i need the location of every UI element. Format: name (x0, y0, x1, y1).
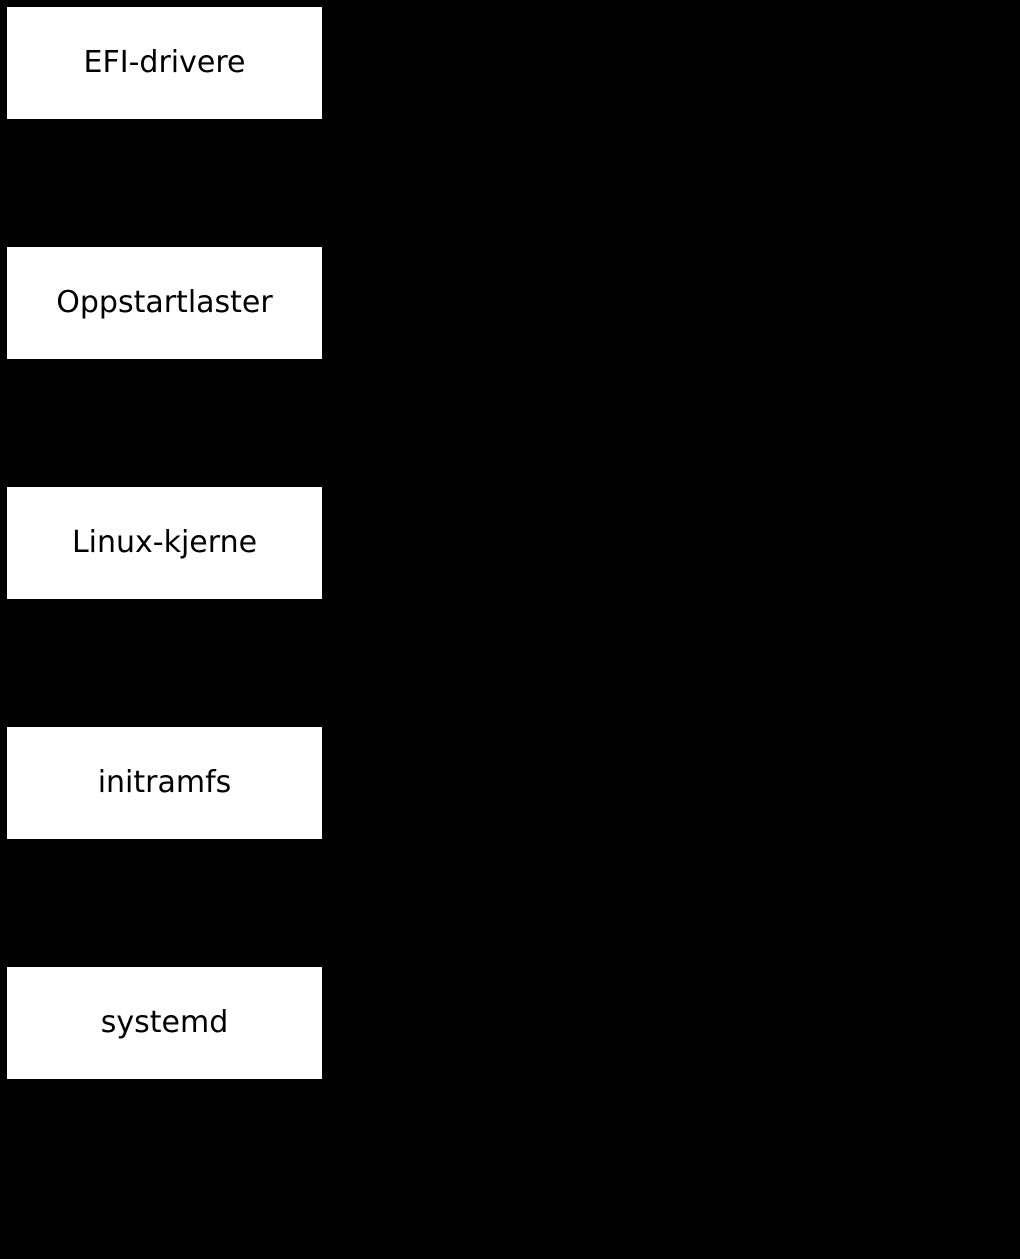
arrow-down-icon (157, 119, 172, 247)
arrow-down-icon (157, 359, 172, 487)
connector-efi-drivers-to-bootloader (7, 119, 322, 247)
diagram-node-initramfs[interactable]: initramfs (7, 727, 322, 839)
node-label: EFI-drivere (83, 45, 246, 80)
diagram-node-systemd[interactable]: systemd (7, 967, 322, 1079)
arrow-down-icon (157, 599, 172, 727)
boot-sequence-flow: EFI-drivere Oppstartlaster Linux-kjerne (7, 7, 322, 1079)
node-label: systemd (100, 1005, 229, 1040)
diagram-node-bootloader[interactable]: Oppstartlaster (7, 247, 322, 359)
diagram-node-efi-drivers[interactable]: EFI-drivere (7, 7, 322, 119)
arrow-down-icon (157, 839, 172, 967)
node-label: initramfs (97, 765, 232, 800)
diagram-node-linux-kernel[interactable]: Linux-kjerne (7, 487, 322, 599)
node-label: Linux-kjerne (71, 525, 258, 560)
connector-linux-kernel-to-initramfs (7, 599, 322, 727)
node-label: Oppstartlaster (56, 285, 273, 320)
connector-bootloader-to-linux-kernel (7, 359, 322, 487)
connector-initramfs-to-systemd (7, 839, 322, 967)
